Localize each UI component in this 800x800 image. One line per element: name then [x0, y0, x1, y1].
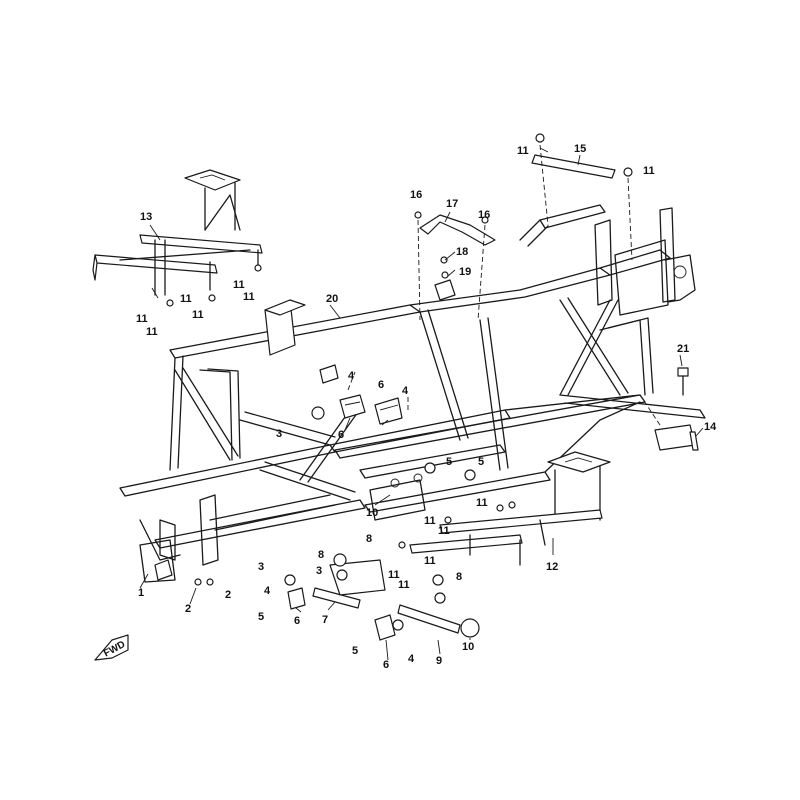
rear-rack-assembly: [409, 451, 611, 566]
callout-11: 11: [424, 515, 436, 527]
callout-10: 10: [462, 641, 474, 653]
callout-16: 16: [410, 189, 422, 201]
callout-labels: 1 2 2 3 3 3 4 4 4 4 5 5 5 5 6 6 6 6 7 8 …: [136, 143, 717, 671]
callout-1: 1: [138, 587, 144, 599]
callout-11: 11: [643, 165, 655, 177]
callout-11: 11: [136, 313, 148, 325]
callout-4: 4: [408, 653, 415, 665]
callout-9: 9: [436, 655, 442, 667]
front-rack-assembly: [92, 169, 263, 296]
part-15-bracket: [531, 133, 633, 261]
part-21-bolt: [677, 367, 689, 396]
callout-18: 18: [456, 246, 468, 258]
callout-11: 11: [233, 279, 245, 291]
part-17-bracket: [417, 214, 496, 321]
callout-11: 11: [192, 309, 204, 321]
callout-11: 11: [438, 525, 450, 537]
callout-2: 2: [225, 589, 231, 601]
callout-17: 17: [446, 198, 458, 210]
callout-6: 6: [378, 379, 384, 391]
callout-21: 21: [677, 343, 689, 355]
engine-mounts-upper: [311, 371, 476, 481]
callout-7: 7: [322, 614, 328, 626]
callout-11: 11: [388, 569, 400, 581]
callout-11: 11: [243, 291, 255, 303]
callout-3: 3: [276, 428, 282, 440]
callout-14: 14: [704, 421, 717, 433]
callout-5: 5: [446, 456, 452, 468]
callout-3: 3: [258, 561, 264, 573]
callout-11: 11: [424, 555, 436, 567]
callout-11: 11: [476, 497, 488, 509]
callout-13: 13: [140, 211, 152, 223]
callout-11: 11: [180, 293, 192, 305]
callout-20: 20: [326, 293, 338, 305]
callout-10: 10: [366, 507, 378, 519]
callout-8: 8: [366, 533, 372, 545]
engine-mounts-lower: [154, 553, 480, 641]
callout-2: 2: [185, 603, 191, 615]
callout-5: 5: [478, 456, 484, 468]
callout-4: 4: [402, 385, 409, 397]
callout-5: 5: [258, 611, 264, 623]
part-14-hitch: [639, 394, 699, 451]
callout-8: 8: [318, 549, 324, 561]
leader-lines: [139, 147, 704, 661]
callout-6: 6: [294, 615, 300, 627]
callout-5: 5: [352, 645, 358, 657]
callout-12: 12: [546, 561, 558, 573]
callout-11: 11: [398, 579, 410, 591]
fasteners: [166, 211, 516, 549]
callout-15: 15: [574, 143, 586, 155]
callout-11: 11: [146, 326, 158, 338]
callout-11: 11: [517, 145, 529, 157]
callout-4: 4: [348, 370, 355, 382]
callout-6: 6: [338, 429, 344, 441]
callout-19: 19: [459, 266, 471, 278]
forward-arrow: FWD: [94, 634, 129, 661]
callout-3: 3: [316, 565, 322, 577]
callout-8: 8: [456, 571, 462, 583]
callout-16: 16: [478, 209, 490, 221]
main-frame: [119, 204, 706, 583]
callout-4: 4: [264, 585, 271, 597]
callout-6: 6: [383, 659, 389, 671]
